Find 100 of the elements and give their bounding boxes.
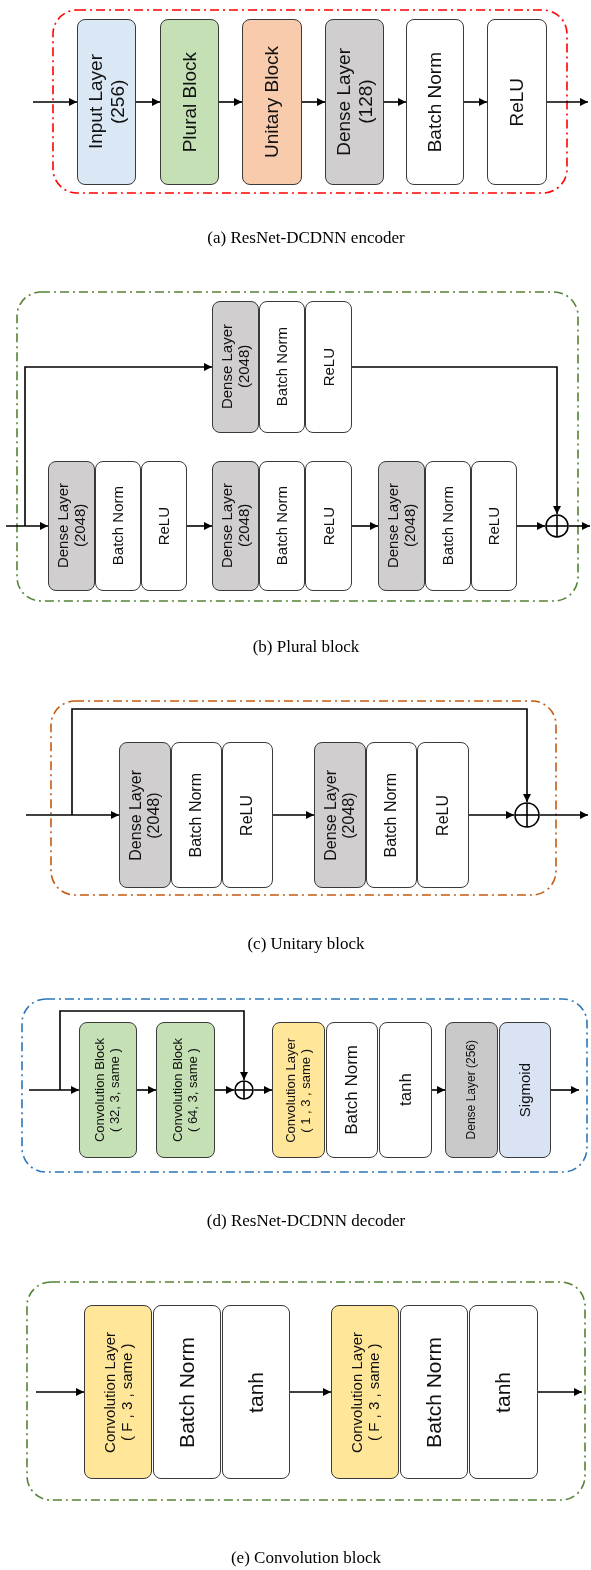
layer-label: Dense Layer	[54, 483, 72, 569]
layer-block	[325, 19, 384, 185]
summing-junction	[545, 514, 569, 538]
arrow	[214, 1086, 235, 1094]
arrow	[218, 98, 243, 106]
layer-label: Convolution Block	[93, 1037, 108, 1143]
arrow	[383, 98, 407, 106]
summing-junction	[514, 802, 540, 828]
figure-caption: (b) Plural block	[252, 636, 360, 659]
layer-block	[400, 1305, 468, 1479]
arrow	[463, 98, 488, 106]
layer-label: Batch Norm	[421, 1336, 446, 1448]
arrow	[351, 366, 561, 515]
layer-block	[79, 1022, 137, 1158]
arrow	[516, 522, 546, 530]
layer-block	[366, 742, 417, 888]
layer-label: Batch Norm	[174, 1336, 199, 1448]
layer-label: tanh	[243, 1371, 268, 1413]
arrow	[550, 1086, 580, 1094]
layer-parameters: (256)	[106, 78, 129, 127]
arrow	[351, 522, 379, 530]
layer-label: tanh	[491, 1371, 516, 1413]
layer-block	[499, 1022, 551, 1158]
layer-block	[378, 461, 425, 591]
layer-label: Input Layer	[84, 54, 107, 150]
layer-block	[222, 1305, 290, 1479]
layer-block	[417, 742, 469, 888]
layer-label: Dense Layer	[321, 769, 340, 861]
arrow	[135, 98, 161, 106]
arrow	[136, 1086, 157, 1094]
layer-label: ReLU	[319, 347, 338, 387]
arrow	[32, 98, 78, 106]
layer-label: Sigmoid	[516, 1062, 534, 1118]
arrow	[71, 708, 531, 816]
layer-block	[119, 742, 171, 888]
layer-label: ReLU	[155, 506, 173, 546]
layer-block	[95, 461, 141, 591]
layer-parameters: (2048)	[340, 790, 358, 841]
dash-dot-frame	[16, 291, 579, 602]
layer-block	[212, 461, 259, 591]
layer-label: ReLU	[485, 506, 503, 546]
layer-label: Dense Layer	[332, 48, 355, 156]
summing-junction	[234, 1080, 254, 1100]
layer-label: ReLU	[506, 77, 528, 127]
arrow	[186, 522, 213, 530]
layer-block	[212, 301, 259, 433]
layer-label: ReLU	[433, 794, 452, 836]
layer-parameters: (2048)	[145, 790, 163, 841]
layer-block	[379, 1022, 432, 1158]
layer-label: Unitary Block	[261, 46, 283, 158]
layer-label: Batch Norm	[187, 772, 206, 858]
layer-label: Batch Norm	[342, 1045, 362, 1135]
layer-block	[259, 461, 305, 591]
arrow	[35, 1388, 85, 1396]
arrow	[28, 1086, 80, 1094]
arrow	[468, 811, 515, 819]
layer-block	[469, 1305, 538, 1479]
layer-label: Dense Layer	[218, 483, 236, 569]
layer-block	[487, 19, 547, 185]
layer-label: Batch Norm	[109, 486, 127, 566]
layer-block	[156, 1022, 215, 1158]
arrow	[289, 1388, 332, 1396]
layer-label: Batch Norm	[439, 486, 457, 566]
layer-parameters: (2048)	[401, 503, 419, 550]
layer-block	[305, 461, 352, 591]
layer-label: Dense Layer (256)	[464, 1040, 479, 1140]
layer-block	[314, 742, 366, 888]
arrow	[24, 363, 213, 527]
layer-parameters: (2048)	[235, 503, 253, 550]
layer-block	[305, 301, 352, 433]
layer-block	[471, 461, 517, 591]
layer-label: Batch Norm	[424, 51, 446, 153]
layer-block	[84, 1305, 152, 1479]
arrow	[25, 811, 120, 819]
layer-block	[48, 461, 95, 591]
layer-block	[153, 1305, 221, 1479]
arrow	[568, 522, 591, 530]
arrow	[431, 1086, 446, 1094]
figure-caption: (c) Unitary block	[247, 933, 365, 956]
arrow	[5, 522, 49, 530]
layer-label: Plural Block	[178, 51, 201, 153]
layer-block	[326, 1022, 378, 1158]
layer-label: Convolution Layer	[100, 1331, 118, 1453]
layer-parameters: ( 32, 3, same )	[108, 1047, 123, 1134]
layer-label: ReLU	[319, 506, 338, 546]
layer-label: Dense Layer	[218, 324, 236, 410]
layer-parameters: ( F , 3 , same )	[365, 1343, 383, 1443]
layer-parameters: (2048)	[235, 344, 253, 391]
layer-block	[242, 19, 302, 185]
layer-block	[425, 461, 471, 591]
layer-block	[141, 461, 187, 591]
layer-parameters: (2048)	[71, 503, 89, 550]
figure-caption: (d) ResNet-DCDNN decoder	[206, 1210, 406, 1233]
arrow	[253, 1086, 273, 1094]
layer-label: Batch Norm	[382, 772, 401, 858]
layer-label: tanh	[395, 1073, 416, 1107]
arrow	[539, 811, 589, 819]
layer-block	[406, 19, 464, 185]
figure-caption: (e) Convolution block	[230, 1547, 382, 1570]
layer-label: ReLU	[238, 794, 257, 836]
